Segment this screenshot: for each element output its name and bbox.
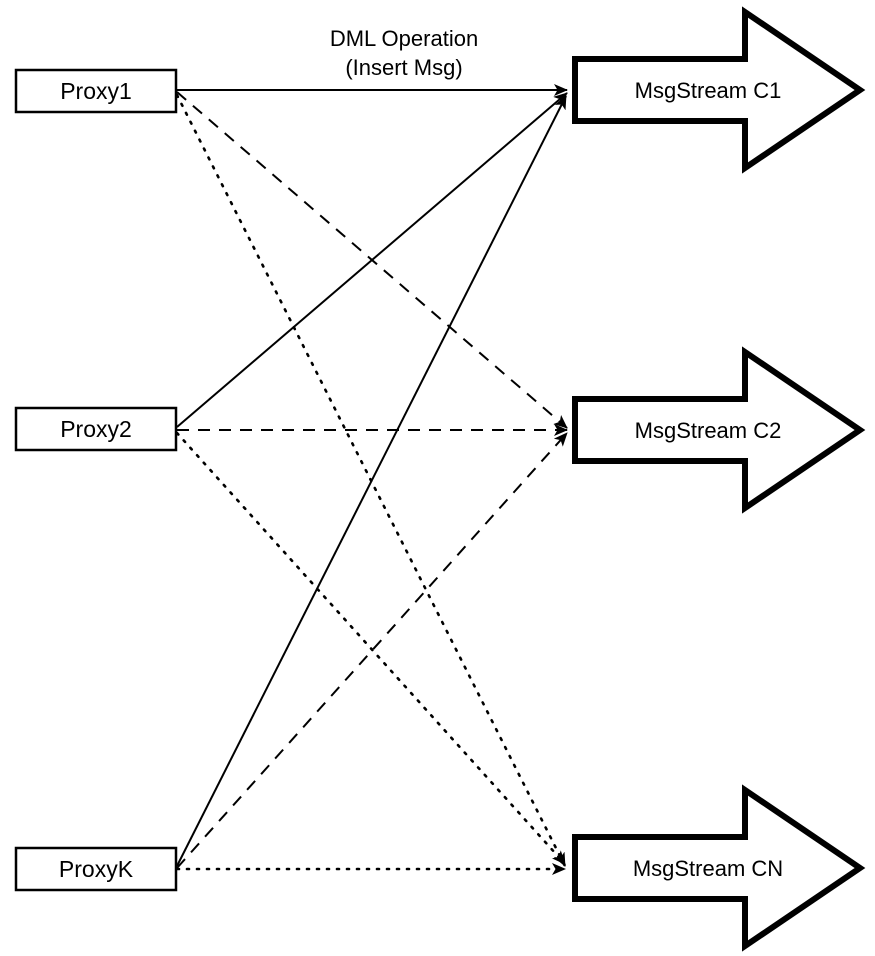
- edge-caption: DML Operation (Insert Msg): [330, 26, 478, 80]
- msgstream-c2[interactable]: MsgStream C2: [572, 346, 866, 514]
- msgstream-arrow-shape-c1: [572, 6, 866, 174]
- msgstream-cn[interactable]: MsgStream CN: [572, 784, 866, 952]
- msgstream-label-c1: MsgStream C1: [635, 78, 782, 103]
- msgstream-label-c2: MsgStream C2: [635, 418, 782, 443]
- edge-caption-line1: DML Operation: [330, 26, 478, 51]
- link-pk-c2: [176, 432, 568, 869]
- msgstream-arrow-shape-cn: [572, 784, 866, 952]
- link-layer: [175, 84, 568, 875]
- msgstream-c1[interactable]: MsgStream C1: [572, 6, 866, 174]
- proxy-label-proxy2: Proxy2: [60, 416, 132, 442]
- msgstream-label-cn: MsgStream CN: [633, 856, 783, 881]
- proxy-box-proxyK: [14, 846, 178, 892]
- proxy-node-proxy2[interactable]: Proxy2: [14, 406, 178, 452]
- proxy-box-proxy1: [14, 68, 178, 114]
- link-p2-c1: [176, 92, 568, 428]
- edge-caption-line2: (Insert Msg): [345, 55, 462, 80]
- link-pk-c1: [176, 95, 567, 867]
- msgstream-arrow-shape-c2: [572, 346, 866, 514]
- proxy-box-proxy2: [14, 406, 178, 452]
- proxy-label-proxyK: ProxyK: [59, 856, 134, 882]
- proxy-node-proxy1[interactable]: Proxy1: [14, 68, 178, 114]
- link-p2-cn: [175, 431, 567, 866]
- proxy-label-proxy1: Proxy1: [60, 78, 132, 104]
- proxy-node-proxyK[interactable]: ProxyK: [14, 846, 178, 892]
- msgstream-layer: MsgStream C1 MsgStream C2 MsgStream CN: [572, 6, 866, 952]
